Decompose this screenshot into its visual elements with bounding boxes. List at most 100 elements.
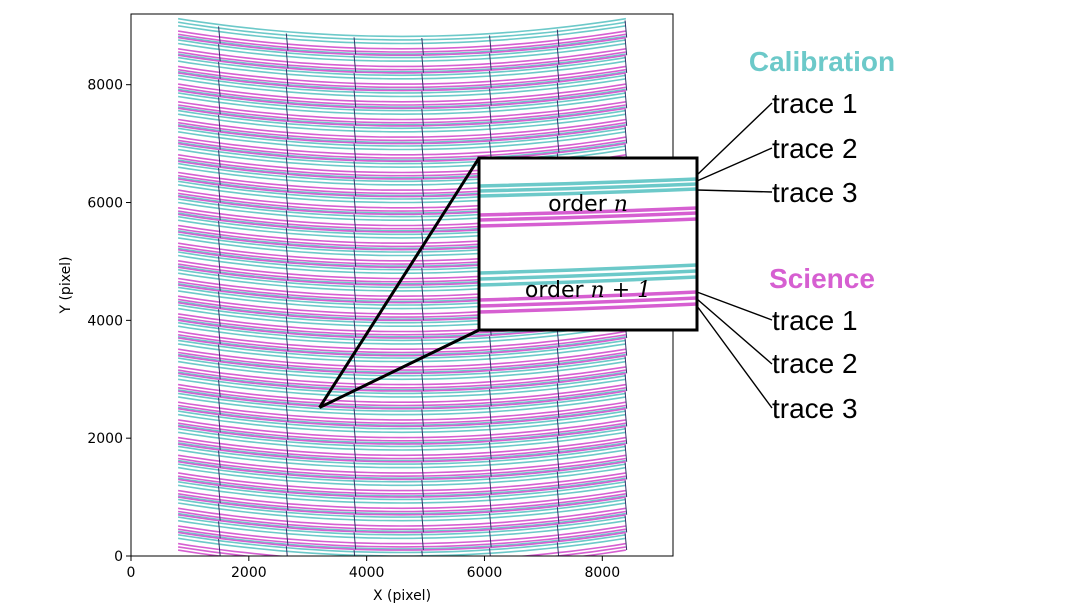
trace-dash-mark: [353, 284, 357, 302]
trace-dash-mark: [218, 309, 221, 327]
science-trace-line: [177, 136, 627, 156]
trace-dash-mark: [218, 503, 221, 521]
trace-dash-mark: [218, 344, 221, 362]
zoom-science-trace: [479, 206, 697, 217]
science-trace-line: [177, 443, 627, 463]
trace-dash-mark: [218, 185, 221, 203]
trace-dash-mark: [556, 329, 560, 348]
trace-dash-mark: [353, 108, 357, 126]
science-trace-line: [177, 89, 627, 110]
trace-dash-mark: [489, 35, 492, 53]
trace-dash-mark: [421, 285, 424, 303]
trace-dash-mark: [285, 51, 289, 69]
science-trace-line: [177, 72, 627, 92]
calibration-trace-line: [177, 336, 627, 356]
trace-dash-mark: [218, 432, 221, 451]
x-tick-label: 8000: [584, 565, 620, 581]
trace-dash-mark: [556, 347, 560, 365]
trace-dash-mark: [353, 214, 357, 232]
trace-dash-mark: [489, 141, 492, 159]
trace-dash-mark: [218, 61, 221, 79]
science-trace-line: [177, 330, 627, 350]
science-trace-line: [177, 51, 627, 71]
calibration-trace-line: [177, 371, 627, 391]
trace-dash-mark: [421, 214, 424, 232]
trace-dash-mark: [353, 426, 357, 444]
calibration-trace-line: [177, 502, 627, 522]
trace-dash-mark: [218, 273, 221, 291]
trace-dash-mark: [353, 161, 357, 179]
trace-dash-mark: [285, 298, 289, 316]
calibration-trace-line: [177, 459, 627, 479]
trace-dash-mark: [285, 104, 289, 122]
trace-dash-mark: [285, 227, 289, 246]
trace-dash-mark: [353, 72, 357, 90]
trace-dash-mark: [556, 29, 560, 47]
science-trace-line: [177, 404, 627, 425]
trace-dash-mark: [285, 369, 289, 387]
science-trace-line: [177, 440, 627, 460]
trace-dash-mark: [421, 462, 424, 480]
trace-dash-mark: [556, 117, 560, 136]
x-axis-label: X (pixel): [373, 588, 431, 604]
trace-dash-mark: [353, 532, 357, 550]
trace-dash-mark: [353, 231, 357, 249]
trace-dash-mark: [624, 108, 628, 126]
trace-dash-mark: [624, 55, 628, 73]
trace-dash-mark: [421, 479, 424, 497]
trace-dash-mark: [624, 391, 628, 409]
trace-dash-mark: [421, 90, 424, 109]
science-trace-line: [177, 48, 627, 68]
trace-dash-mark: [285, 492, 289, 511]
calibration-trace-line: [177, 131, 627, 151]
science-trace-line: [177, 425, 627, 445]
calibration-trace-line: [177, 449, 627, 469]
trace-dash-mark: [624, 373, 628, 392]
zoom-science-trace: [479, 217, 697, 228]
trace-dash-mark: [489, 371, 492, 389]
calibration-trace-line: [177, 466, 627, 487]
legend-calibration-title: Calibration: [749, 46, 895, 77]
calibration-trace-line: [177, 477, 627, 497]
trace-dash-mark: [285, 475, 289, 493]
calibration-trace-line: [177, 353, 627, 374]
calibration-trace-line: [177, 95, 627, 116]
science-trace-line: [177, 142, 627, 163]
trace-dash-mark: [624, 462, 628, 480]
science-trace-line: [177, 334, 627, 354]
calibration-trace-line: [177, 374, 627, 395]
trace-dash-mark: [489, 547, 491, 556]
zoom-science-trace: [479, 211, 697, 222]
trace-dash-mark: [489, 388, 492, 407]
calibration-trace-line: [177, 445, 627, 465]
trace-dash-mark: [285, 422, 289, 440]
trace-dash-mark: [421, 55, 424, 73]
science-trace-line: [177, 369, 627, 389]
x-tick-label: 2000: [231, 565, 267, 581]
trace-dash-mark: [218, 379, 221, 398]
calibration-trace-line: [177, 495, 627, 515]
trace-dash-mark: [218, 397, 221, 415]
calibration-trace-line: [177, 17, 627, 38]
trace-dash-mark: [556, 436, 560, 454]
trace-dash-mark: [556, 489, 560, 507]
trace-dash-mark: [624, 38, 628, 56]
trace-dash-mark: [624, 409, 628, 427]
trace-dash-mark: [353, 373, 357, 391]
trace-dash-mark: [218, 220, 221, 238]
calibration-trace-line: [177, 39, 627, 59]
calibration-trace-line: [177, 519, 627, 540]
science-trace-line: [177, 107, 627, 127]
calibration-trace-line: [177, 431, 627, 451]
trace-dash-mark: [285, 439, 289, 458]
zoom-calibration-trace: [479, 187, 697, 198]
science-trace-line: [177, 419, 627, 439]
trace-dash-mark: [421, 409, 424, 427]
science-trace-line: [177, 531, 627, 551]
trace-dash-mark: [218, 468, 221, 486]
trace-dash-mark: [285, 33, 289, 51]
trace-dash-mark: [285, 86, 289, 104]
zoom-calibration-trace: [479, 275, 697, 287]
trace-dash-mark: [556, 400, 560, 418]
